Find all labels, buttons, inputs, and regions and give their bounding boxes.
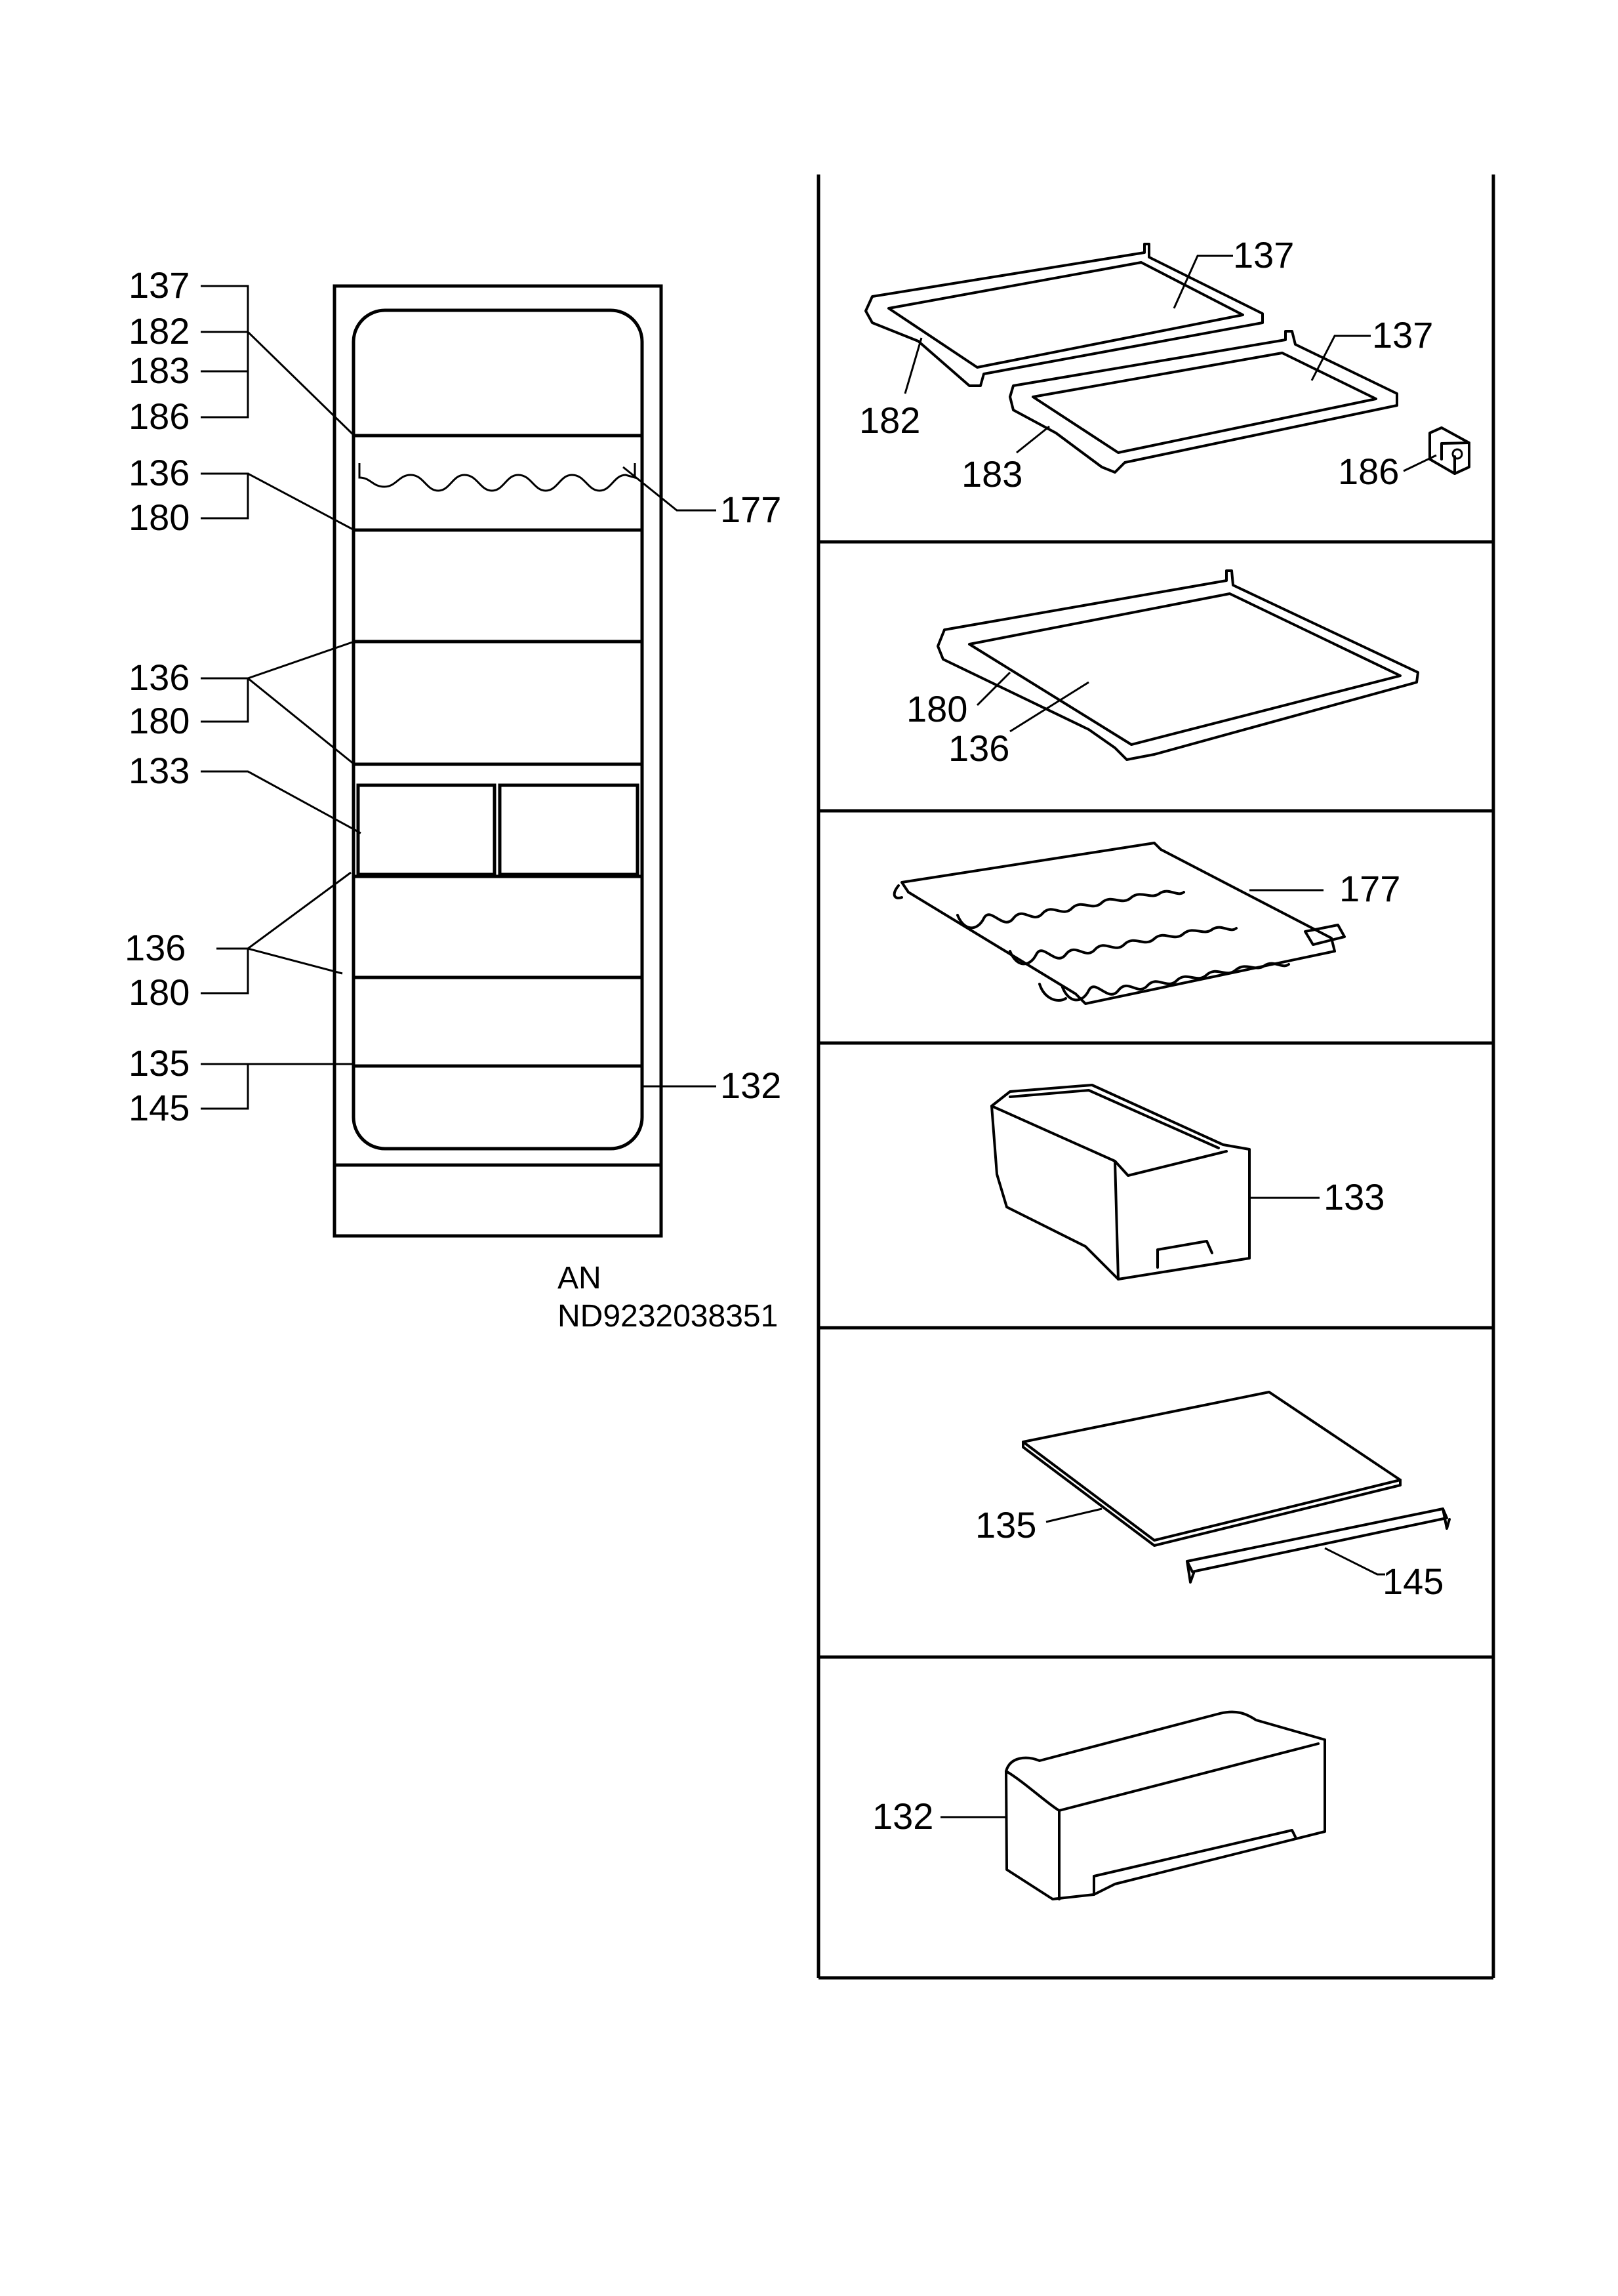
crisper-drawer-right <box>498 783 639 876</box>
clip-186-hole <box>1451 448 1463 460</box>
trim-strip-145 <box>1186 1507 1448 1573</box>
label-145: 145 <box>1383 1561 1444 1602</box>
leader-p5-135 <box>1045 1507 1102 1523</box>
wine-rack-wire <box>1009 926 1238 966</box>
leader-136-group-2 <box>201 677 249 723</box>
leader-137-group <box>201 285 249 419</box>
label-136: 136 <box>129 452 190 493</box>
caption-line-1: AN <box>557 1261 601 1296</box>
leader-136-group-3 <box>201 947 249 994</box>
shelf-180-frame <box>937 569 1419 761</box>
wine-rack-hook <box>1038 983 1067 1002</box>
label-136: 136 <box>948 728 1009 769</box>
label-182: 182 <box>859 400 920 441</box>
shelf-183-glass <box>1032 352 1377 454</box>
wine-rack-wire <box>956 890 1185 930</box>
parts-column: 137 137 182 183 186 180 136 177 <box>817 174 1495 1980</box>
leader-p2-136 <box>1009 681 1089 733</box>
leader-136-2a <box>247 640 355 680</box>
leader-136-3b <box>247 947 343 975</box>
label-133: 133 <box>1324 1176 1385 1218</box>
shelf-182-frame <box>864 243 1264 387</box>
label-180: 180 <box>129 700 190 741</box>
label-136: 136 <box>125 927 186 968</box>
leader-177 <box>622 466 716 512</box>
bottom-drawer-132 <box>1005 1710 1326 1900</box>
label-137: 137 <box>1372 314 1433 356</box>
clip-186-detail <box>1440 441 1470 475</box>
leader-p1-186 <box>1403 454 1437 472</box>
glass-plate-135 <box>1022 1391 1402 1542</box>
wine-rack-wire <box>1061 962 1290 1002</box>
label-145: 145 <box>129 1087 190 1128</box>
label-182: 182 <box>129 310 190 352</box>
shelf-183-frame <box>1009 330 1398 474</box>
label-135: 135 <box>129 1042 190 1084</box>
label-132: 132 <box>872 1795 933 1837</box>
shelf-136-glass <box>968 592 1402 746</box>
wine-rack-shape <box>358 463 636 492</box>
crisper-drawer-cutout <box>1156 1240 1213 1269</box>
leader-136-group-1 <box>201 472 249 520</box>
leader-135-group <box>201 1063 354 1110</box>
leader-136-3a <box>247 871 352 950</box>
label-180: 180 <box>906 688 967 729</box>
panel-crisper-drawer: 133 <box>990 1084 1385 1281</box>
label-183: 183 <box>129 350 190 391</box>
leader-p1-137b <box>1310 335 1371 381</box>
leader-p2-180 <box>976 671 1011 707</box>
label-136: 136 <box>129 657 190 698</box>
label-180: 180 <box>129 497 190 538</box>
interior-liner <box>352 308 644 1151</box>
bottom-drawer-cutout <box>1093 1829 1297 1896</box>
caption-line-2: ND9232038351 <box>557 1299 778 1334</box>
leader-p1-183 <box>1016 425 1050 454</box>
label-137: 137 <box>129 264 190 306</box>
fridge-overview: 137 182 183 186 136 180 177 136 180 133 … <box>125 264 781 1334</box>
label-133: 133 <box>129 750 190 791</box>
wine-rack-handle <box>1304 924 1346 946</box>
leader-133 <box>201 770 361 834</box>
label-132: 132 <box>720 1065 781 1106</box>
label-183: 183 <box>961 453 1022 495</box>
shelf-182-glass <box>887 261 1244 369</box>
cabinet-outline <box>333 284 663 1238</box>
label-177: 177 <box>1339 868 1400 909</box>
wine-rack-frame <box>900 842 1336 1005</box>
panel-glass-shelves-top: 137 137 182 183 186 <box>859 234 1470 495</box>
panel-glass-plate: 135 145 <box>975 1391 1451 1602</box>
label-177: 177 <box>720 489 781 530</box>
leader-p1-137a <box>1173 255 1233 309</box>
glass-plate-edge <box>1022 1441 1402 1547</box>
label-135: 135 <box>975 1504 1036 1546</box>
leader-182 <box>247 331 355 437</box>
leader-136-2b <box>247 677 355 766</box>
crisper-drawer-rim <box>990 1089 1228 1281</box>
trim-strip-end <box>1186 1507 1451 1584</box>
panel-wine-rack: 177 <box>893 842 1400 1005</box>
label-137: 137 <box>1233 234 1294 276</box>
panel-glass-shelf: 180 136 <box>906 569 1419 769</box>
clip-186 <box>1428 426 1470 475</box>
leader-p5-145 <box>1324 1547 1385 1576</box>
crisper-drawer-left <box>356 783 496 876</box>
bottom-drawer-rim <box>1005 1742 1320 1900</box>
label-186: 186 <box>129 396 190 437</box>
wine-rack-hook <box>893 884 903 899</box>
label-186: 186 <box>1338 451 1399 492</box>
leader-p1-182 <box>904 337 923 394</box>
label-180: 180 <box>129 972 190 1013</box>
leader-136-1 <box>247 472 355 531</box>
panel-bottom-drawer: 132 <box>872 1710 1326 1900</box>
